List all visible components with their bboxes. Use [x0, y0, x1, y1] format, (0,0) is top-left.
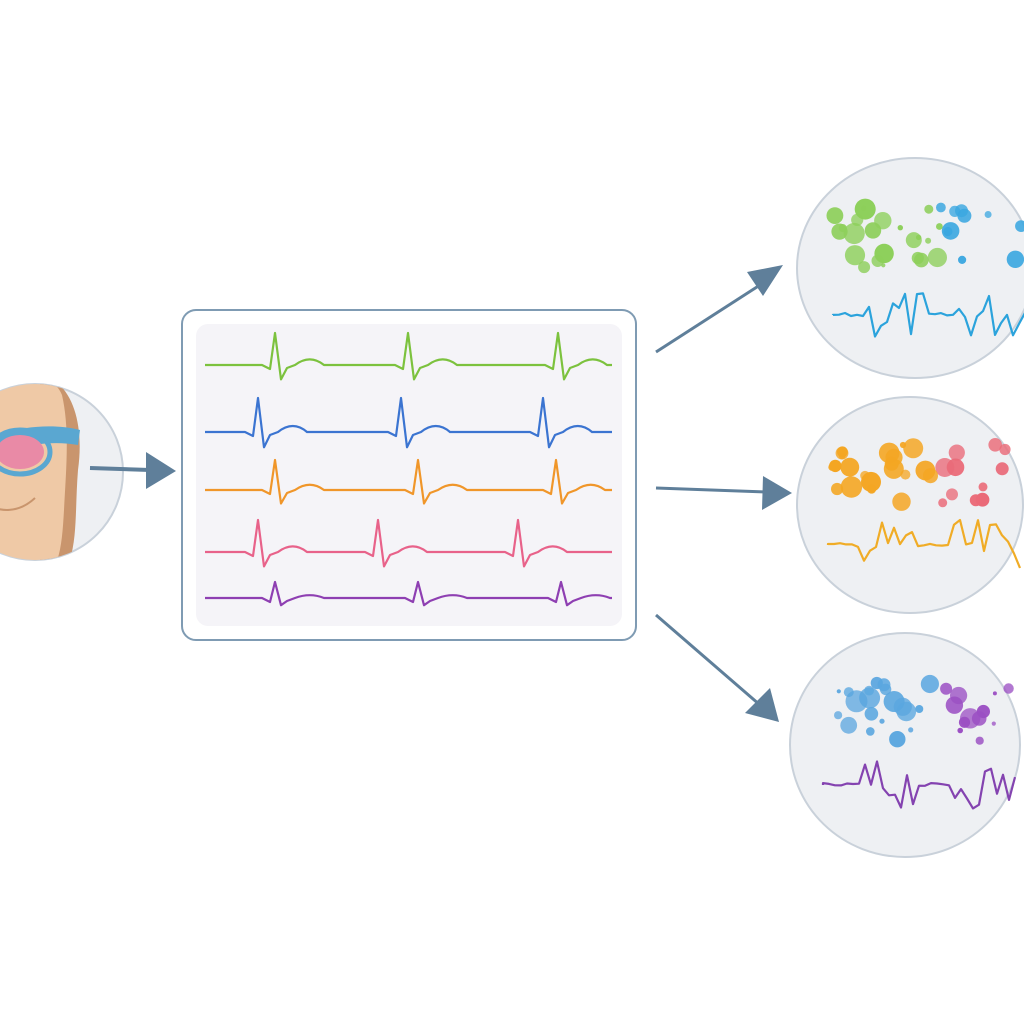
- dot-cluster: [834, 674, 1014, 748]
- dot: [828, 463, 836, 471]
- dot: [978, 482, 988, 492]
- dot: [889, 731, 906, 748]
- dot: [957, 208, 972, 223]
- dot: [920, 674, 940, 694]
- signal-orange: [205, 458, 612, 505]
- dot: [881, 263, 886, 268]
- dot: [915, 705, 924, 713]
- dot: [1015, 220, 1024, 232]
- dot: [971, 711, 987, 726]
- dot: [837, 446, 848, 458]
- dot: [843, 222, 865, 245]
- dot: [940, 682, 953, 695]
- dot: [840, 716, 858, 734]
- dot: [923, 468, 938, 484]
- arrow-right-icon: [655, 476, 792, 510]
- dot: [903, 438, 924, 459]
- dot-cluster: [828, 438, 1011, 511]
- dot: [946, 488, 958, 501]
- output-green-blue: [796, 157, 1024, 379]
- output-orange-red: [796, 396, 1024, 614]
- arrow-right-icon: [655, 613, 779, 722]
- dot: [991, 721, 996, 726]
- arrow-right-icon: [655, 265, 783, 354]
- dot: [999, 443, 1011, 456]
- output-blue-purple: [789, 632, 1021, 858]
- dot: [897, 225, 903, 231]
- dot: [884, 456, 899, 471]
- dot: [988, 438, 1002, 452]
- dot: [969, 494, 982, 507]
- body-sensor-icon: [0, 384, 80, 560]
- dot: [834, 711, 843, 720]
- dot: [924, 204, 934, 214]
- dot: [874, 243, 894, 264]
- dot-cluster: [826, 198, 1024, 274]
- output-bubble: [796, 157, 1024, 379]
- dot: [935, 458, 955, 477]
- dot: [858, 261, 871, 274]
- dot: [950, 686, 968, 705]
- dot: [844, 245, 866, 266]
- dot: [992, 691, 997, 696]
- signal-purple: [205, 580, 612, 607]
- dot: [948, 444, 965, 461]
- dot: [975, 736, 984, 745]
- output-wave: [831, 292, 1024, 338]
- dot: [944, 230, 950, 237]
- dot: [861, 471, 881, 492]
- dot: [864, 707, 879, 721]
- signal-panel: [181, 309, 637, 641]
- signal-pink: [205, 518, 612, 568]
- dot: [861, 205, 867, 211]
- dot: [879, 718, 885, 724]
- dot: [925, 237, 932, 244]
- dot: [1006, 250, 1024, 268]
- source-bubble: [0, 383, 124, 561]
- dot: [866, 727, 875, 736]
- dot: [893, 697, 912, 716]
- dot: [957, 727, 963, 734]
- output-wave: [826, 518, 1022, 569]
- dot: [936, 223, 943, 230]
- output-bubble: [789, 632, 1021, 858]
- dot: [927, 247, 948, 268]
- dot: [900, 469, 911, 480]
- dot: [877, 678, 891, 692]
- dot: [845, 690, 868, 713]
- dot: [941, 222, 960, 240]
- dot: [995, 462, 1009, 476]
- dot: [826, 207, 844, 225]
- signal-green: [205, 331, 612, 381]
- dot: [851, 213, 864, 226]
- dot: [864, 222, 882, 239]
- dot: [905, 232, 922, 249]
- dot: [838, 224, 847, 233]
- dot: [831, 482, 844, 496]
- dot: [958, 255, 967, 264]
- dot: [840, 476, 863, 498]
- dot: [908, 727, 914, 733]
- dot: [936, 202, 946, 213]
- arrow-right-icon: [89, 452, 176, 489]
- dot: [949, 205, 961, 217]
- dot: [938, 498, 948, 508]
- dot: [892, 492, 911, 511]
- dot: [836, 689, 841, 694]
- dot: [958, 716, 971, 728]
- dot: [840, 457, 860, 477]
- dot: [984, 211, 992, 218]
- arrows: [89, 265, 792, 722]
- dot: [914, 252, 929, 268]
- output-wave: [821, 760, 1017, 810]
- signal-blue: [205, 396, 612, 449]
- dot: [1003, 683, 1014, 694]
